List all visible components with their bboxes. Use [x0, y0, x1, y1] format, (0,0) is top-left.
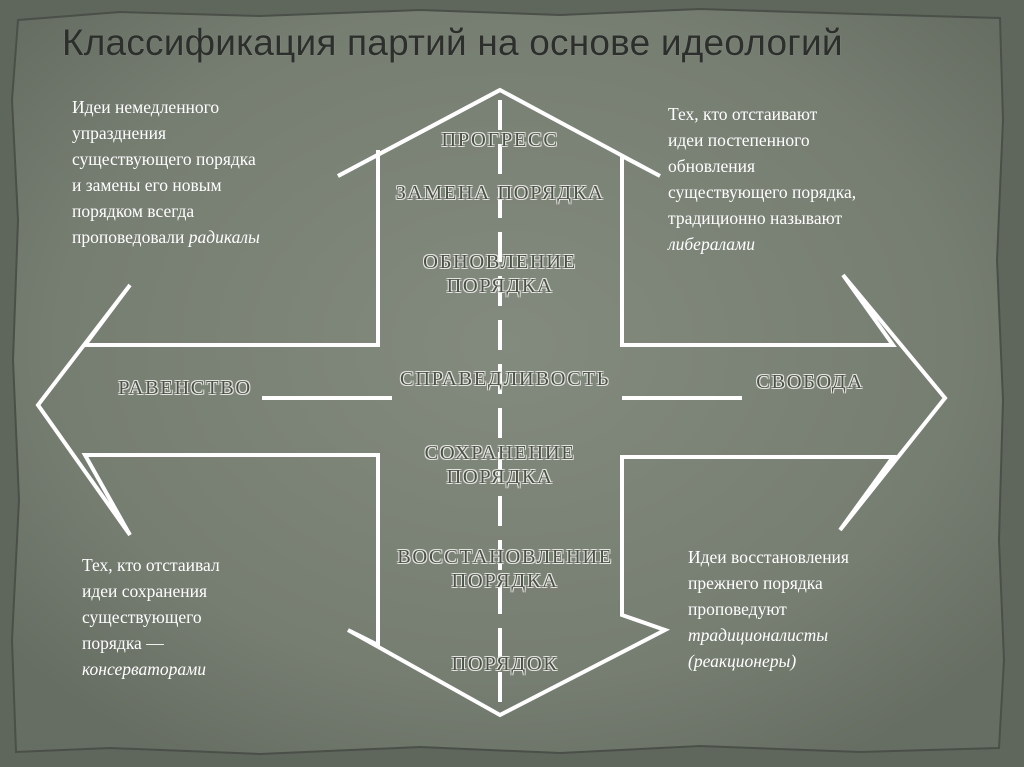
note-line: упразднения: [72, 123, 167, 143]
label-line: ПОРЯДОК: [451, 653, 559, 675]
label-freedom: СВОБОДА: [735, 370, 885, 394]
note-italic: традиционалисты: [688, 625, 829, 645]
label-justice: СПРАВЕДЛИВОСТЬ: [380, 367, 630, 391]
top-arrow-left-half: [35, 87, 948, 718]
note-traditionalists: Идеи восстановления прежнего порядка про…: [688, 544, 849, 674]
label-order: ПОРЯДОК: [410, 652, 600, 676]
label-line: РАВЕНСТВО: [118, 377, 252, 399]
note-line: существующего порядка: [72, 149, 256, 169]
note-line: существующего порядка,: [668, 182, 857, 202]
note-line: Идеи восстановления: [688, 547, 849, 567]
note-italic-line: традиционалисты: [688, 622, 849, 648]
slide-title: Классификация партий на основе идеологий: [62, 22, 843, 63]
label-order-replacement: ЗАМЕНА ПОРЯДКА: [380, 181, 620, 205]
note-italic: (реакционеры): [688, 651, 797, 671]
label-line: СОХРАНЕНИЕ: [424, 442, 576, 464]
label-line: СПРАВЕДЛИВОСТЬ: [399, 368, 611, 390]
label-line: ВОССТАНОВЛЕНИЕ: [397, 546, 613, 568]
note-line: Тех, кто отстаивал: [82, 555, 220, 575]
label-line: ОБНОВЛЕНИЕ: [423, 251, 577, 273]
note-line: и замены его новым: [72, 175, 222, 195]
note-line: прежнего порядка: [688, 573, 823, 593]
label-order-renewal: ОБНОВЛЕНИЕ ПОРЯДКА: [400, 250, 600, 298]
note-line: проповедовали радикалы: [72, 224, 260, 250]
note-line: Идеи немедленного: [72, 97, 220, 117]
note-line: Тех, кто отстаивают: [668, 104, 818, 124]
label-line: ПОРЯДКА: [446, 275, 554, 297]
label-progress: ПРОГРЕСС: [400, 128, 600, 152]
note-liberals: Тех, кто отстаивают идеи постепенного об…: [668, 101, 856, 257]
label-order-restoration: ВОССТАНОВЛЕНИЕ ПОРЯДКА: [375, 545, 635, 593]
label-line: ПОРЯДКА: [446, 466, 554, 488]
note-italic: радикалы: [188, 227, 260, 247]
note-line: порядком всегда: [72, 201, 195, 221]
note-radicals: Идеи немедленного упразднения существующ…: [72, 94, 260, 250]
note-italic: либералами: [668, 234, 755, 254]
note-conservatives: Тех, кто отстаивал идеи сохранения сущес…: [82, 552, 220, 682]
note-italic-line: (реакционеры): [688, 648, 849, 674]
note-line: порядка —: [82, 633, 164, 653]
note-line: идеи постепенного: [668, 130, 810, 150]
note-italic: консерваторами: [82, 659, 207, 679]
note-italic-line: консерваторами: [82, 656, 220, 682]
label-line: ЗАМЕНА ПОРЯДКА: [395, 182, 605, 204]
label-line: ПРОГРЕСС: [441, 129, 559, 151]
note-line: обновления: [668, 156, 756, 176]
label-equality: РАВЕНСТВО: [100, 376, 270, 400]
label-line: ПОРЯДКА: [451, 570, 559, 592]
paper-sheet: [10, 7, 1006, 756]
label-order-preservation: СОХРАНЕНИЕ ПОРЯДКА: [400, 441, 600, 489]
note-line: существующего: [82, 607, 202, 627]
note-line: проповедуют: [688, 599, 787, 619]
note-text: проповедовали: [72, 227, 189, 247]
note-line: идеи сохранения: [82, 581, 208, 601]
note-line: традиционно называют: [668, 208, 843, 228]
label-line: СВОБОДА: [756, 371, 864, 393]
note-italic-line: либералами: [668, 231, 856, 257]
